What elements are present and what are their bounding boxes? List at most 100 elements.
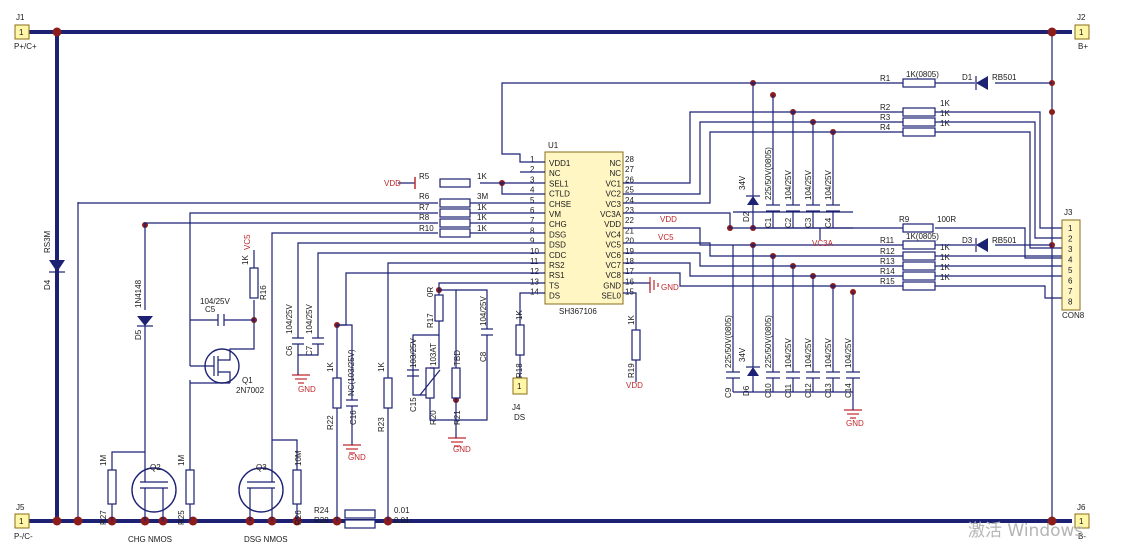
resistor-r9[interactable]: R9 100R (899, 215, 956, 233)
u1-pin-number: 6 (530, 206, 535, 215)
connector-j1[interactable]: 1 J1 P+/C+ (14, 13, 37, 51)
connector-j5[interactable]: 1 J5 P-/C- (14, 503, 33, 541)
capacitor-c5[interactable]: C5 104/25V (200, 297, 230, 326)
r6-ref: R6 (419, 192, 430, 201)
u1-pin-number: 10 (530, 247, 539, 256)
resistor-r25[interactable]: R25 1M (177, 455, 195, 525)
r2-value: 1K (940, 99, 950, 108)
c10-ref: C10 (764, 383, 773, 398)
mosfet-q2[interactable]: Q2 CHG NMOS (128, 460, 177, 544)
j5-net: P-/C- (14, 532, 33, 541)
c5-value: 104/25V (200, 297, 230, 306)
resistor-r10[interactable]: R10 1K (419, 224, 487, 238)
capacitor-c7[interactable]: C7 104/25V (305, 304, 324, 356)
u1-pin-number: 22 (625, 216, 634, 225)
u1-part: SH367106 (559, 307, 597, 316)
u1-right-pins: 28NC27NC26VC125VC224VC323VC3A22VDD21VC42… (600, 155, 634, 301)
net-gnd-capbank: GND (846, 419, 864, 428)
windows-activation-watermark: 激活 Windows (968, 521, 1083, 541)
c4-ref: C4 (824, 217, 833, 228)
u1-pin-name: VC2 (605, 190, 621, 199)
u1-pin-name: CDC (549, 251, 567, 260)
u1-pin-name: NC (609, 169, 621, 178)
r28-value: 0.01 (394, 516, 410, 525)
diode-d3[interactable]: D3 RB501 (962, 236, 1017, 252)
c7-ref: C7 (305, 345, 314, 356)
connector-j2[interactable]: 1 J2 B+ (1074, 13, 1090, 51)
c1-ref: C1 (764, 217, 773, 228)
r1-ref: R1 (880, 74, 891, 83)
resistor-r23[interactable]: R23 1K (377, 362, 393, 432)
u1-pin-name: VC6 (605, 251, 621, 260)
resistor-r8[interactable]: R8 1K (419, 213, 487, 228)
mosfet-q1[interactable]: Q1 2N7002 (190, 320, 265, 395)
r10-value: 1K (477, 224, 487, 233)
resistor-r6[interactable]: R6 3M (419, 192, 488, 208)
j6-pin: 1 (1079, 517, 1084, 526)
r16-ref: R16 (259, 285, 268, 300)
j3-pin-number: 6 (1068, 277, 1073, 286)
resistor-r28[interactable]: R28 0.01 (314, 516, 410, 529)
r17-c15-wire (412, 321, 440, 396)
resistor-r5[interactable]: R5 1K (419, 172, 487, 188)
capacitor-c6[interactable]: C6 104/25V (285, 304, 304, 356)
resistor-r7[interactable]: R7 1K (419, 203, 487, 218)
c12-ref: C12 (804, 383, 813, 398)
resistor-r22[interactable]: R22 1K (326, 362, 342, 430)
capacitor-c8[interactable]: C8 104/25V (479, 296, 493, 362)
q2-label: CHG NMOS (128, 535, 172, 544)
diode-d6[interactable]: D6 34V (738, 347, 760, 396)
c8-ref: C8 (479, 351, 488, 362)
r6-value: 3M (477, 192, 488, 201)
resistor-r19[interactable]: R19 1K (627, 315, 641, 378)
u1-pin-number: 16 (625, 277, 634, 286)
mosfet-q3[interactable]: Q3 DSG NMOS (238, 440, 288, 544)
r20-top-wire (430, 335, 440, 369)
u1-pin-name: DS (549, 292, 560, 301)
u1-pin-name: SEL0 (601, 292, 621, 301)
r5-ref: R5 (419, 172, 430, 181)
c11-value: 104/25V (784, 338, 793, 368)
j3-ref: J3 (1064, 208, 1073, 217)
diode-d5[interactable]: D5 1N4148 (134, 279, 153, 340)
resistor-r24[interactable]: R24 0.01 (314, 506, 410, 519)
c16-ref: C16 (349, 410, 358, 425)
u1-pin-number: 12 (530, 267, 539, 276)
u1-pin-number: 11 (530, 257, 539, 266)
d4-ref: D4 (43, 279, 52, 290)
diode-d2[interactable]: D2 34V (738, 175, 760, 222)
resistor-r26[interactable]: R26 10M (292, 450, 303, 525)
d5-value: 1N4148 (134, 279, 143, 308)
diode-d4[interactable]: D4 RS3M (43, 230, 65, 290)
u1-pin-number: 17 (625, 267, 634, 276)
u1-pin-name: VC7 (605, 261, 621, 270)
j5-ref: J5 (16, 503, 25, 512)
net-gnd-pin16: GND (661, 283, 679, 292)
connector-j6[interactable]: 1 J6 B- (1074, 503, 1090, 541)
j3-pin-number: 3 (1068, 245, 1073, 254)
resistor-r17[interactable]: R17 0R (426, 287, 444, 328)
u1-pin-name: VC8 (605, 271, 621, 280)
connector-j4[interactable]: 1 J4 DS (512, 377, 528, 422)
resistor-r27[interactable]: R27 1M (99, 455, 117, 525)
r19-ref: R19 (627, 363, 636, 378)
diode-d1[interactable]: D1 RB501 (962, 73, 1017, 90)
resistor-r21[interactable]: R21 TBD (451, 350, 462, 425)
capacitor-c15[interactable]: C15 103/25V (407, 338, 419, 412)
net-gnd-r20: GND (453, 445, 471, 454)
c2-ref: C2 (784, 217, 793, 228)
r7-value: 1K (477, 203, 487, 212)
